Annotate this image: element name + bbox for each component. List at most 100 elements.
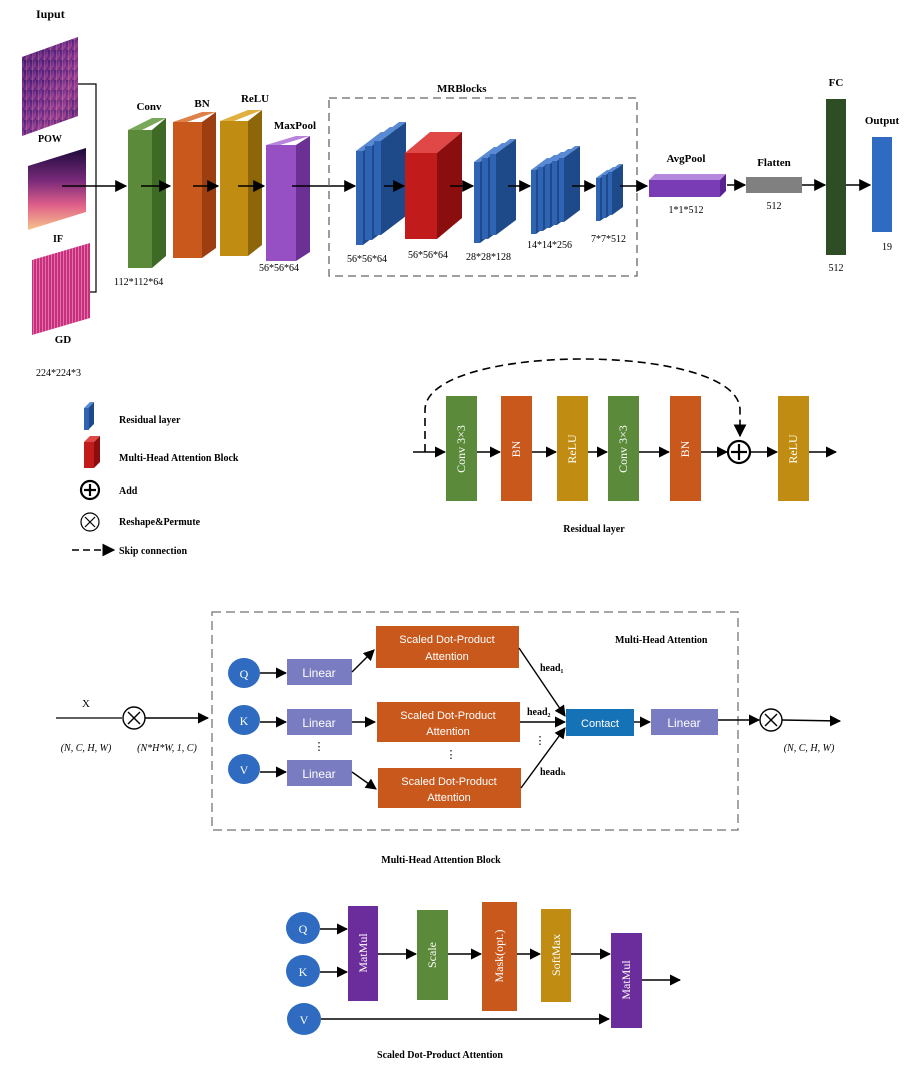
maxpool-label: MaxPool: [274, 120, 316, 132]
mr-residual-group-4: [596, 164, 623, 221]
sdpa-softmax-block: [541, 909, 571, 1002]
mha-x-label: X: [82, 698, 90, 710]
legend-skip-label: Skip connection: [119, 546, 188, 557]
res-conv2-block: [608, 396, 639, 501]
mr-residual-group-2: [474, 139, 516, 243]
mha-sdpa-2-line1: Scaled Dot-Product: [400, 710, 495, 722]
mha-block-title: Multi-Head Attention Block: [381, 855, 501, 866]
residual-layer-diagram: Conv 3×3 BN ReLU Conv 3×3 BN ReLU Residu…: [413, 358, 838, 535]
res-relu1-label: ReLU: [565, 434, 579, 464]
mha-dots-heads: ⋮: [535, 735, 546, 747]
res-bn2-label: BN: [678, 440, 692, 457]
sdpa-matmul1-block: [348, 906, 378, 1001]
mr-dim-1: 56*56*64: [347, 254, 387, 265]
sdpa-diagram: Q K V MatMul Scale Mask(opt.) SoftMax Ma…: [286, 902, 682, 1061]
mha-dots-linear: ⋮: [314, 741, 325, 753]
mha-linear-out: [651, 709, 718, 735]
mha-reshaped-shape: (N*H*W, 1, C): [137, 743, 197, 754]
res-add-icon: [726, 439, 752, 465]
res-relu2-block: [778, 396, 809, 501]
mha-sdpa-3-line1: Scaled Dot-Product: [401, 776, 496, 788]
mha-head1-line: [518, 647, 566, 717]
sdpa-matmul1-label: MatMul: [356, 933, 370, 973]
skip-connection: [424, 358, 747, 452]
sdpa-mask-block: [482, 902, 517, 1011]
mha-sdpa-3: [378, 768, 521, 808]
mr-residual-group-3: [531, 146, 580, 234]
legend-residual-icon: [84, 402, 94, 430]
mha-head2-label: head₂: [527, 707, 551, 718]
mha-linear-q-label: Linear: [302, 666, 335, 680]
fc-label: FC: [829, 77, 844, 89]
legend-add-icon: [79, 479, 101, 501]
input-dim: 224*224*3: [36, 368, 81, 379]
maxpool-block: [266, 136, 310, 261]
pow-image: [22, 37, 78, 136]
mha-linear-k: [287, 709, 352, 735]
input-bracket: [78, 83, 97, 293]
relu-label: ReLU: [241, 93, 269, 105]
sdpa-scale-block: [417, 910, 448, 1000]
legend-add-label: Add: [119, 486, 138, 497]
flatten-dim: 512: [767, 201, 782, 212]
mha-sdpa-1: [376, 626, 519, 668]
sdpa-v-node: [287, 1003, 321, 1035]
mha-linear-q: [287, 659, 352, 685]
gd-image: [32, 243, 90, 335]
mha-linear-v-label: Linear: [302, 767, 335, 781]
mr-residual-group-1: [356, 122, 406, 245]
mr-attention-block: [405, 132, 462, 239]
res-conv1-label: Conv 3×3: [454, 425, 468, 473]
top-pipeline: Iuput POW IF GD 224*224*3 Conv 112*112*6…: [22, 7, 899, 379]
mha-output-arrow: [781, 715, 842, 727]
sdpa-q-node: [286, 912, 320, 944]
if-image: [28, 148, 86, 230]
relu-block: [220, 110, 262, 256]
mha-sdpa-1-line1: Scaled Dot-Product: [399, 634, 494, 646]
mha-reshape-icon-out: [759, 708, 783, 732]
sdpa-title: Scaled Dot-Product Attention: [377, 1050, 503, 1061]
sdpa-softmax-label: SoftMax: [549, 934, 563, 976]
mr-dim-5: 7*7*512: [591, 234, 626, 245]
mha-contact-label: Contact: [581, 718, 619, 730]
mha-q-node: [228, 658, 260, 688]
mha-linear-k-label: Linear: [302, 716, 335, 730]
res-conv2-label: Conv 3×3: [616, 425, 630, 473]
mha-head1-label: head₁: [540, 663, 564, 674]
if-label: IF: [53, 234, 63, 245]
fc-dim: 512: [829, 263, 844, 274]
legend-mha-label: Multi-Head Attention Block: [119, 453, 239, 464]
input-title: Iuput: [36, 7, 65, 21]
mha-v-label: V: [240, 763, 249, 777]
output-label: Output: [865, 115, 900, 127]
mha-k-node: [228, 705, 260, 735]
legend-reshape-label: Reshape&Permute: [119, 517, 201, 528]
sdpa-q-label: Q: [299, 922, 308, 936]
flatten-label: Flatten: [757, 157, 791, 169]
sdpa-k-node: [286, 955, 320, 987]
mha-dashed-box: [211, 611, 739, 831]
avgpool-block: [649, 174, 726, 197]
sdpa-mask-label: Mask(opt.): [492, 930, 506, 983]
sdpa-k-label: K: [299, 965, 308, 979]
mha-linear-out-label: Linear: [667, 716, 700, 730]
mha-linear-v: [287, 760, 352, 786]
sdpa-matmul2-block: [611, 933, 642, 1028]
mha-diagram: Multi-Head Attention X (N, C, H, W) (N*H…: [56, 611, 842, 866]
mha-title: Multi-Head Attention: [615, 635, 708, 646]
mha-out-shape: (N, C, H, W): [784, 743, 835, 754]
res-bn1-label: BN: [509, 440, 523, 457]
mr-dim-4: 14*14*256: [527, 240, 572, 251]
mha-reshape-icon-in: [122, 706, 146, 730]
res-conv1-block: [446, 396, 477, 501]
residual-layer-title: Residual layer: [563, 524, 625, 535]
maxpool-dim: 56*56*64: [259, 263, 299, 274]
conv-block: [128, 118, 166, 268]
mha-contact-block: [566, 709, 634, 736]
sdpa-v-label: V: [300, 1013, 309, 1027]
res-bn2-block: [670, 396, 701, 501]
res-relu1-block: [557, 396, 588, 501]
output-dim: 19: [882, 242, 892, 253]
mha-sdpa-3-line2: Attention: [427, 792, 470, 804]
